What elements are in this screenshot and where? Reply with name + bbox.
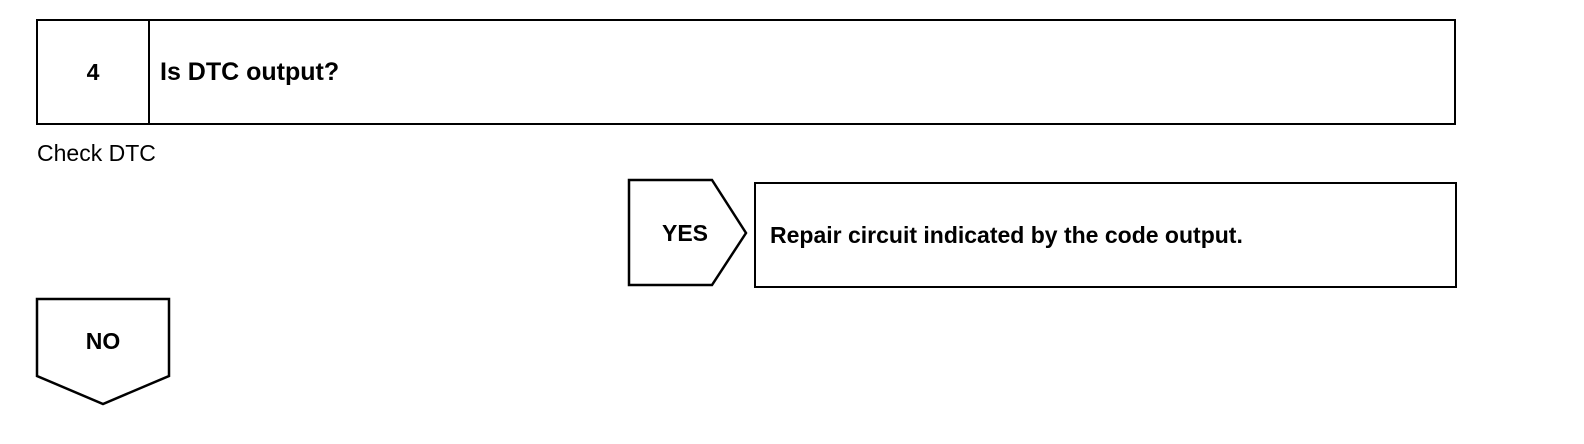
no-arrow-shape	[35, 297, 171, 406]
step-question: Is DTC output?	[160, 57, 340, 86]
check-label: Check DTC	[37, 140, 156, 166]
no-label: NO	[85, 327, 121, 354]
step-number: 4	[38, 21, 150, 123]
yes-arrow-shape	[627, 178, 748, 287]
step-box: 4 Is DTC output?	[36, 19, 1456, 125]
yes-label: YES	[661, 219, 709, 246]
yes-result-box: Repair circuit indicated by the code out…	[754, 182, 1457, 288]
